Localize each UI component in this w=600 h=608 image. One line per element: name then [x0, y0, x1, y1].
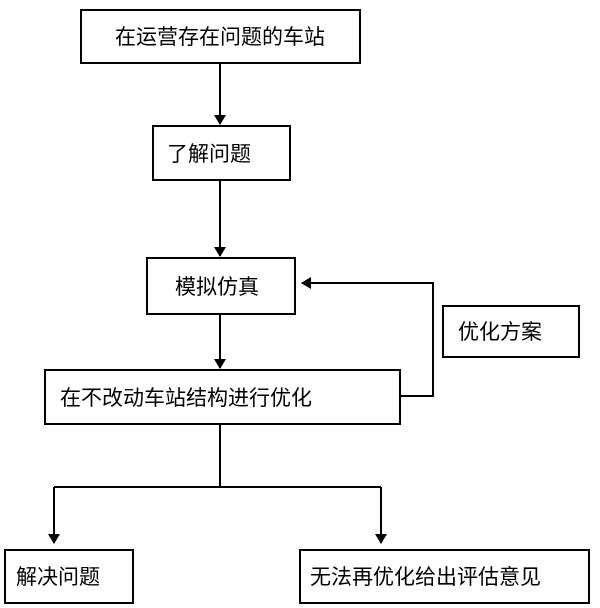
node-start-label: 在运营存在问题的车站 [115, 25, 325, 49]
node-simulate-label: 模拟仿真 [175, 275, 259, 299]
node-optimize: 在不改动车站结构进行优化 [44, 369, 401, 425]
node-plan-label: 优化方案 [458, 320, 542, 344]
node-start: 在运营存在问题的车站 [80, 9, 361, 64]
node-simulate: 模拟仿真 [146, 257, 296, 315]
node-evaluate-label: 无法再优化给出评估意见 [310, 565, 541, 589]
node-understand: 了解问题 [152, 125, 291, 181]
node-evaluate: 无法再优化给出评估意见 [299, 549, 590, 604]
node-solve-label: 解决问题 [16, 565, 100, 589]
node-understand-label: 了解问题 [167, 142, 251, 166]
node-solve: 解决问题 [4, 549, 134, 604]
node-optimize-label: 在不改动车站结构进行优化 [60, 386, 312, 410]
node-plan: 优化方案 [442, 305, 580, 358]
feedback-loop-line [301, 277, 434, 397]
